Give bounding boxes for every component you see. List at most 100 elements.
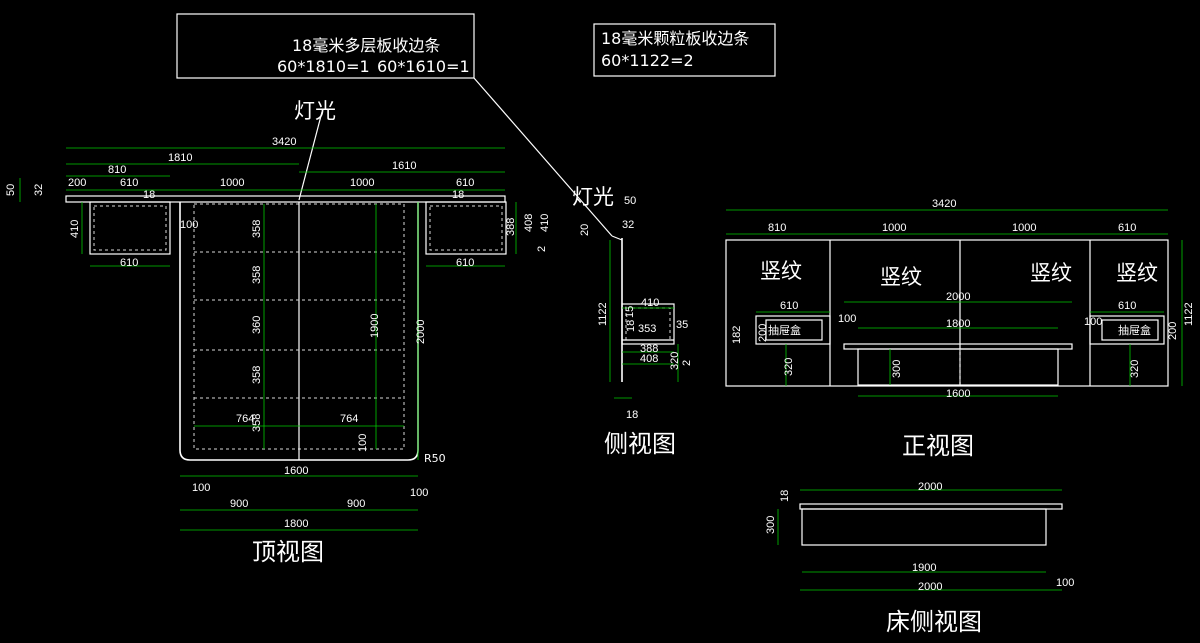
dim-side-15: 15 bbox=[624, 306, 636, 318]
dim-top-1610: 1610 bbox=[392, 160, 416, 172]
dim-top-610a: 610 bbox=[120, 177, 138, 189]
dim-top-1900: 1900 bbox=[369, 314, 381, 338]
side-view-title: 侧视图 bbox=[604, 430, 676, 458]
dim-top-100d: 100 bbox=[192, 482, 210, 494]
dim-top-410a: 410 bbox=[69, 220, 81, 238]
left-drawer-label: 抽屉盒 bbox=[768, 323, 801, 337]
dim-front-320r: 320 bbox=[1129, 360, 1141, 378]
dim-side-35: 35 bbox=[676, 319, 688, 331]
dim-side-18b: 18 bbox=[626, 409, 638, 421]
dim-front-300: 300 bbox=[891, 360, 903, 378]
note-multilayer-line1: 60*1810=1 bbox=[277, 57, 370, 76]
dim-top-764b: 764 bbox=[340, 413, 358, 425]
dim-top-2: 2 bbox=[536, 246, 548, 252]
light-label-side: 灯光 bbox=[572, 185, 614, 209]
dim-front-200l: 200 bbox=[757, 324, 769, 342]
side-view: 灯光 bbox=[572, 185, 675, 382]
dim-side-353: 353 bbox=[638, 323, 656, 335]
dim-side-32: 32 bbox=[622, 219, 634, 231]
dim-front-2000: 2000 bbox=[946, 291, 970, 303]
dim-top-total: 3420 bbox=[272, 136, 296, 148]
dim-side-410: 410 bbox=[641, 297, 659, 309]
dim-top-200: 200 bbox=[68, 177, 86, 189]
dim-bed-2000b: 2000 bbox=[918, 581, 942, 593]
dim-bed-300: 300 bbox=[765, 516, 777, 534]
dim-top-810: 810 bbox=[108, 164, 126, 176]
dim-bed-18: 18 bbox=[779, 490, 791, 502]
dim-top-900b: 900 bbox=[347, 498, 365, 510]
dim-top-610b: 610 bbox=[456, 177, 474, 189]
top-view: 灯光 R50 bbox=[65, 99, 507, 465]
dim-bed-2000a: 2000 bbox=[918, 481, 942, 493]
note-multilayer-edge-strip: 18毫米多层板收边条 60*1810=1 60*1610=1 bbox=[176, 13, 475, 79]
dim-top-1000b: 1000 bbox=[350, 177, 374, 189]
dim-top-408: 408 bbox=[523, 214, 535, 232]
dim-front-610r: 610 bbox=[1118, 300, 1136, 312]
dim-top-1810: 1810 bbox=[168, 152, 192, 164]
dim-top-358c: 358 bbox=[251, 366, 263, 384]
dim-top-100e: 100 bbox=[410, 487, 428, 499]
grain-label-3: 竖纹 bbox=[1030, 261, 1072, 285]
dim-top-360: 360 bbox=[251, 316, 263, 334]
dim-bed-1900: 1900 bbox=[912, 562, 936, 574]
dim-front-100l: 100 bbox=[838, 313, 856, 325]
dim-front-182: 182 bbox=[731, 326, 743, 344]
side-nightstand bbox=[621, 303, 675, 345]
dim-top-18b: 18 bbox=[452, 189, 464, 201]
dim-bed-100: 100 bbox=[1056, 577, 1074, 589]
light-label-top: 灯光 bbox=[294, 99, 336, 123]
bed-side-body bbox=[801, 508, 1047, 546]
right-nightstand bbox=[425, 201, 507, 255]
front-bed-body bbox=[857, 348, 1059, 386]
dim-front-810: 810 bbox=[768, 222, 786, 234]
dim-top-610c: 610 bbox=[120, 257, 138, 269]
dim-top-358b: 358 bbox=[251, 266, 263, 284]
note-particle-title: 18毫米颗粒板收边条 bbox=[601, 29, 749, 48]
dim-side-50: 50 bbox=[624, 195, 636, 207]
dim-top-1800: 1800 bbox=[284, 518, 308, 530]
grain-label-4: 竖纹 bbox=[1116, 261, 1158, 285]
left-drawer bbox=[755, 315, 831, 345]
bed-side-top bbox=[799, 503, 1063, 510]
bed-side-view bbox=[799, 503, 1063, 546]
dim-top-610d: 610 bbox=[456, 257, 474, 269]
dim-top-388: 388 bbox=[505, 218, 517, 236]
bed-side-dimensions: 2000 18 300 1900 2000 100 bbox=[765, 481, 1074, 593]
top-view-title: 顶视图 bbox=[252, 538, 324, 566]
dim-top-18a: 18 bbox=[143, 189, 155, 201]
right-drawer-label: 抽屉盒 bbox=[1118, 323, 1151, 337]
front-view-dimensions: 3420 810 1000 1000 610 1122 2000 610 610… bbox=[726, 198, 1195, 400]
dim-front-1800: 1800 bbox=[946, 318, 970, 330]
dim-top-32: 32 bbox=[33, 184, 45, 196]
dim-side-2: 2 bbox=[681, 360, 693, 366]
left-nightstand bbox=[89, 201, 171, 255]
dim-top-358a: 358 bbox=[251, 220, 263, 238]
dim-top-100c: 100 bbox=[357, 434, 369, 452]
dim-side-18: 18 bbox=[625, 320, 637, 332]
dim-front-320l: 320 bbox=[783, 358, 795, 376]
dim-front-1000b: 1000 bbox=[1012, 222, 1036, 234]
dim-front-610: 610 bbox=[1118, 222, 1136, 234]
dim-side-320: 320 bbox=[669, 352, 681, 370]
front-view: 竖纹 竖纹 竖纹 竖纹 抽屉盒 抽屉盒 bbox=[725, 239, 1169, 387]
headboard-strip bbox=[65, 195, 506, 203]
note-multilayer-line2: 60*1610=1 bbox=[377, 57, 470, 76]
top-view-dimensions: 3420 1810 1610 810 200 610 1000 1000 610… bbox=[5, 136, 551, 531]
dim-top-1000a: 1000 bbox=[220, 177, 244, 189]
note-multilayer-title: 18毫米多层板收边条 bbox=[292, 36, 440, 55]
dim-front-1122: 1122 bbox=[1183, 302, 1195, 326]
front-view-title: 正视图 bbox=[902, 432, 974, 460]
dim-top-2000: 2000 bbox=[415, 320, 427, 344]
dim-front-100r: 100 bbox=[1084, 316, 1102, 328]
dim-side-408: 408 bbox=[640, 353, 658, 365]
dim-side-1122: 1122 bbox=[597, 302, 609, 326]
dim-top-100: 100 bbox=[180, 219, 198, 231]
grain-label-2: 竖纹 bbox=[880, 265, 922, 289]
note-particle-edge-strip: 18毫米颗粒板收边条 60*1122=2 bbox=[593, 23, 776, 77]
note-particle-line: 60*1122=2 bbox=[601, 51, 694, 70]
dim-front-200r: 200 bbox=[1167, 322, 1179, 340]
dim-front-total: 3420 bbox=[932, 198, 956, 210]
grain-label-1: 竖纹 bbox=[760, 259, 802, 283]
front-bed-top bbox=[843, 343, 1073, 350]
dim-top-358d: 358 bbox=[251, 414, 263, 432]
